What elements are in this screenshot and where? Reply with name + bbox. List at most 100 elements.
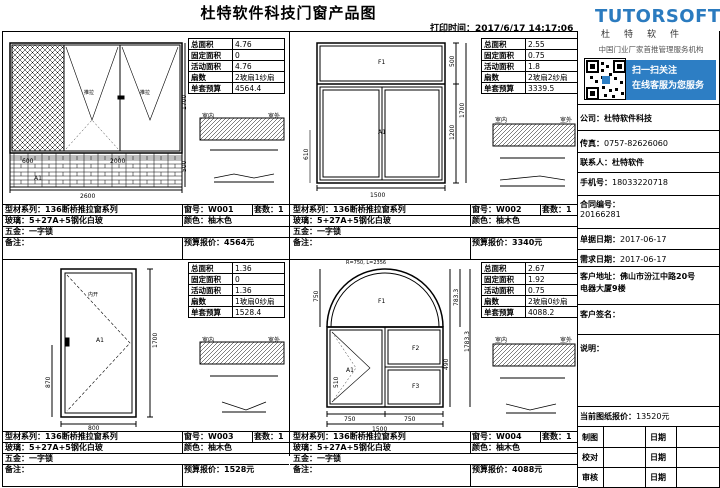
stats-key: 固定面积 (481, 49, 526, 61)
dimension-label: 2000 (110, 158, 125, 165)
fax-row: 传真：0757-82626060 (580, 139, 668, 148)
dimension-label: 750 (313, 290, 320, 302)
stats-key: 单套预算 (481, 82, 526, 94)
panel-label: F1 (378, 298, 385, 305)
window-3-hardware: 五金：一字锁 (5, 454, 53, 463)
window-2-section-view (492, 123, 576, 187)
window-1-section-view (199, 117, 285, 183)
window-2-dim-labels: 1500 500 1200 1700 610 F1 A1 (303, 55, 466, 199)
dimension-label: 1500 (370, 192, 385, 199)
stats-key: 扇数 (481, 71, 526, 83)
window-3-drawing (51, 268, 153, 427)
need-date-row: 需求日期：2017-06-17 (580, 255, 667, 264)
panel-label: 推拉 (84, 89, 94, 96)
stats-value: 3339.5 (525, 82, 578, 94)
window-1-sets: 套数：1 (254, 205, 284, 214)
window-2-price: 预算报价：3340元 (472, 238, 543, 247)
w2-inside-label: 室内 (495, 117, 508, 124)
review-date-label: 日期 (650, 473, 666, 482)
dimension-label: 1200 (449, 125, 456, 140)
window-4-drawing (319, 268, 471, 427)
stats-key: 活动面积 (481, 60, 526, 72)
qr-code[interactable] (584, 58, 626, 100)
stats-value: 1.36 (232, 262, 285, 274)
check-date-label: 日期 (650, 453, 666, 462)
window-4-note: 备注： (293, 465, 317, 474)
window-3-glass: 玻璃：5+27A+5钢化白玻 (5, 443, 103, 452)
dimension-label: 870 (45, 376, 52, 388)
window-3-dim-labels: 800 1700 870 A1 内开 (45, 291, 159, 432)
print-time-value: 2017/6/17 14:17:06 (475, 24, 574, 34)
dimension-label: 500 (181, 160, 188, 172)
w1-outside-label: 室外 (268, 113, 281, 120)
w4-inside-label: 室内 (495, 337, 508, 344)
address-row-1: 客户地址：佛山市汾江中路20号 (580, 272, 696, 281)
stats-value: 0.75 (525, 284, 578, 296)
logo-cn: 杜特软件 (601, 30, 694, 40)
panel-label: R=750, L=2356 (346, 260, 386, 266)
window-2-drawing (309, 42, 467, 191)
brand-tagline: 中国门业厂家首推管理服务机构 (598, 45, 704, 54)
stats-value: 2.67 (525, 262, 578, 274)
remark-label[interactable]: 说明： (580, 344, 604, 353)
window-1-code: 窗号：W001 (184, 205, 234, 214)
scan-follow-banner[interactable]: 扫一扫关注 在线客服为您服务 (626, 60, 716, 100)
dimension-label: 783.3 (453, 289, 460, 306)
dimension-label: 1783.3 (464, 331, 471, 352)
panel-label: A1 (378, 129, 386, 136)
w2-outside-label: 室外 (560, 117, 573, 124)
dimension-label: 490 (443, 358, 450, 370)
dimension-label: 1700 (152, 333, 159, 348)
dimension-label: 750 (344, 416, 356, 423)
dimension-label: 1700 (459, 103, 466, 118)
stats-value: 4564.4 (232, 82, 285, 94)
window-1-glass: 玻璃：5+27A+5钢化白玻 (5, 216, 103, 225)
window-4-dim-labels: 1500 750 750 750 1783.3 783.3 490 510 F1… (313, 260, 471, 433)
dimension-label: 800 (88, 425, 100, 432)
stats-value: 4.76 (232, 60, 285, 72)
window-1-hardware: 五金：一字锁 (5, 227, 53, 236)
window-2-glass: 玻璃：5+27A+5钢化白玻 (293, 216, 391, 225)
panel-label: F1 (378, 59, 385, 66)
contract-label: 合同编号： (580, 200, 620, 209)
window-2-sets: 套数：1 (542, 205, 572, 214)
stats-value: 2玻扇1纱扇 (232, 71, 285, 83)
window-4-section-view (492, 343, 576, 414)
stats-value: 1528.4 (232, 306, 285, 318)
window-4-price: 预算报价：4088元 (472, 465, 543, 474)
w3-inside-label: 室内 (202, 337, 215, 344)
window-2-color: 颜色：柚木色 (472, 216, 520, 225)
panel-label: A1 (34, 175, 42, 182)
window-1-note: 备注： (5, 238, 29, 247)
window-1-drawing (9, 42, 186, 193)
print-time-label: 打印时间： (430, 24, 476, 34)
stats-key: 扇数 (481, 295, 526, 307)
stats-key: 总面积 (481, 38, 526, 50)
signature-label[interactable]: 客户签名： (580, 310, 620, 319)
stats-value: 1.36 (232, 284, 285, 296)
stats-value: 2.55 (525, 38, 578, 50)
w3-outside-label: 室外 (268, 337, 281, 344)
review-label: 审核 (582, 473, 598, 482)
dimension-label: 750 (404, 416, 416, 423)
stats-value: 2玻扇2纱扇 (525, 71, 578, 83)
window-1-color: 颜色：柚木色 (184, 216, 232, 225)
window-4-series: 型材系列：136断桥推拉窗系列 (293, 432, 406, 441)
